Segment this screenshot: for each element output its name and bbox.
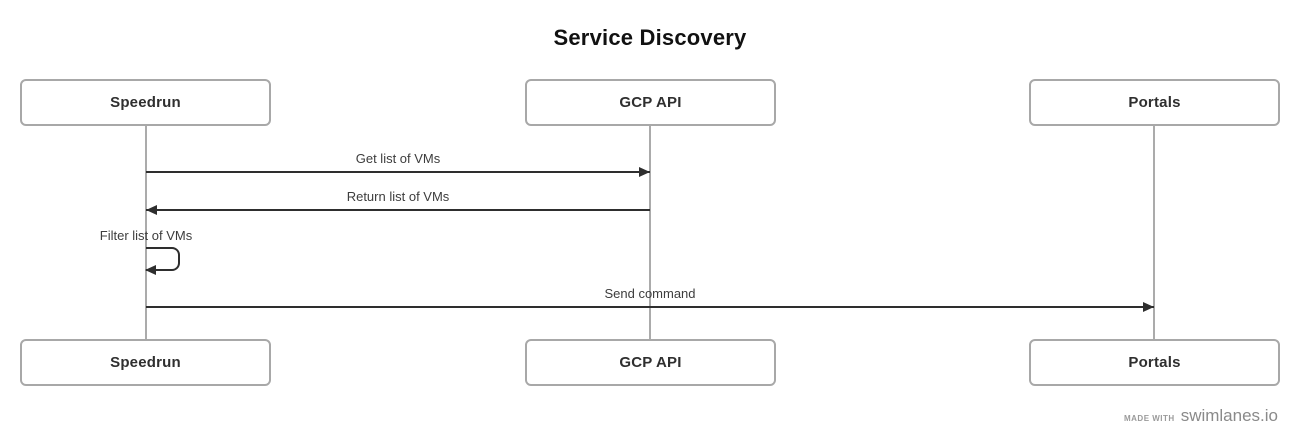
lifeline-portals: [1153, 126, 1155, 340]
actor-box-gcp-api-top: GCP API: [525, 79, 776, 126]
actor-box-portals-top: Portals: [1029, 79, 1280, 126]
arrowhead-left-icon: [146, 205, 157, 215]
actor-label-gcp-api: GCP API: [619, 94, 682, 111]
self-loop-filter-list-of-vms: [145, 247, 180, 275]
made-with-label: MADE WITH: [1123, 414, 1175, 423]
lifeline-gcp-api: [649, 126, 651, 340]
actor-label-speedrun: Speedrun: [110, 94, 181, 111]
actor-label-speedrun: Speedrun: [110, 354, 181, 371]
actor-label-portals: Portals: [1128, 354, 1181, 371]
message-label-return-list-of-vms: Return list of VMs: [346, 189, 450, 204]
lifeline-speedrun: [145, 126, 147, 340]
actor-box-gcp-api-bottom: GCP API: [525, 339, 776, 386]
message-label-get-list-of-vms: Get list of VMs: [355, 151, 441, 166]
actor-box-speedrun-top: Speedrun: [20, 79, 271, 126]
arrowhead-left-icon: [145, 265, 156, 275]
message-label-filter-list-of-vms: Filter list of VMs: [99, 228, 193, 243]
actor-box-speedrun-bottom: Speedrun: [20, 339, 271, 386]
message-arrow-return-list-of-vms: [146, 205, 650, 215]
footer: MADE WITH swimlanes.io: [1124, 406, 1278, 426]
actor-label-portals: Portals: [1128, 94, 1181, 111]
actor-box-portals-bottom: Portals: [1029, 339, 1280, 386]
diagram-title: Service Discovery: [553, 25, 747, 50]
arrowhead-right-icon: [639, 167, 650, 177]
message-arrow-get-list-of-vms: [146, 167, 650, 177]
arrowhead-right-icon: [1143, 302, 1154, 312]
swimlanes-brand-link[interactable]: swimlanes.io: [1180, 406, 1278, 425]
actor-label-gcp-api: GCP API: [619, 354, 682, 371]
message-label-send-command: Send command: [604, 286, 696, 301]
message-arrow-send-command: [146, 302, 1154, 312]
